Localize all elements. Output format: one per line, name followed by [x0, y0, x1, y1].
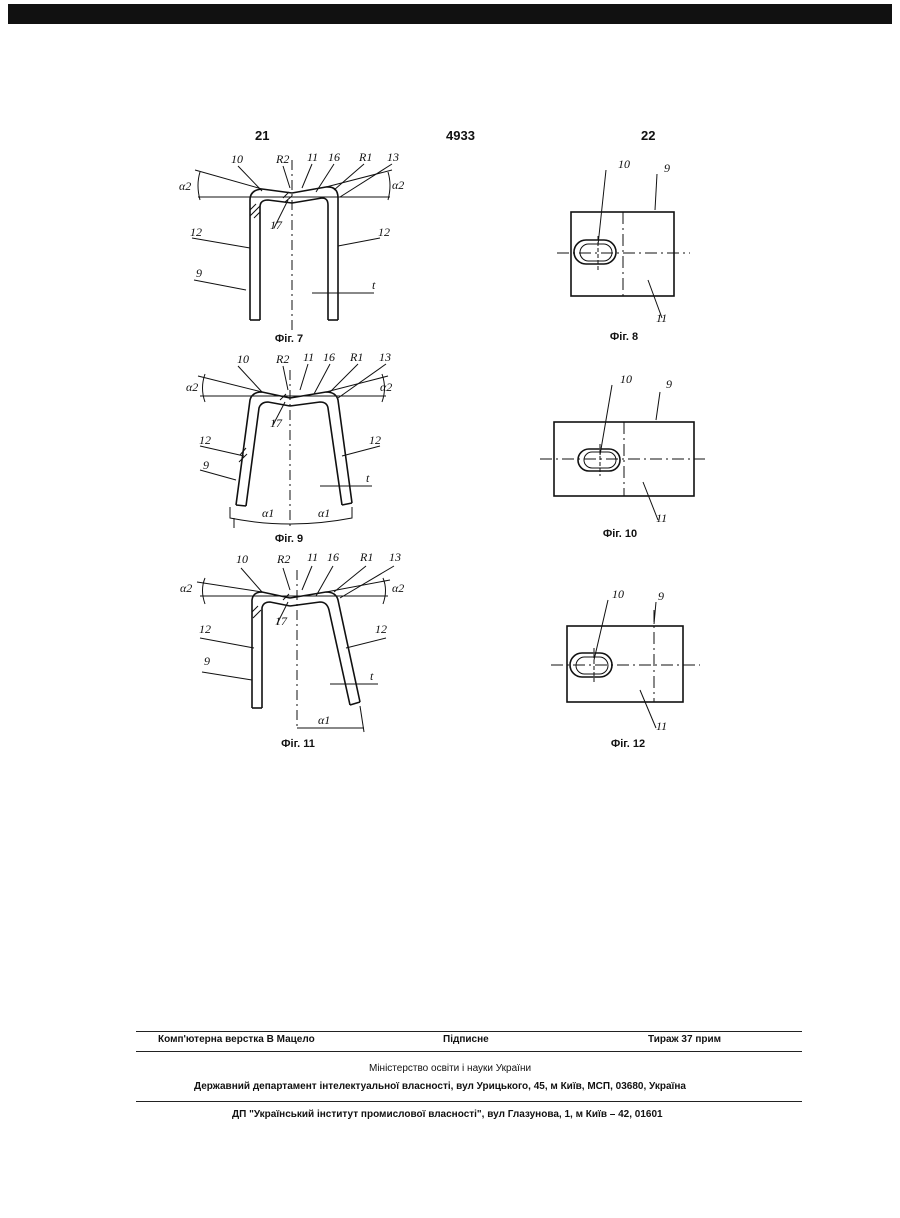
fig11-label-r2: R2: [276, 552, 290, 566]
fig11-label-12-left: 12: [199, 622, 211, 636]
fig11-label-alpha2-right: α2: [392, 581, 404, 595]
fig10-caption: Фіг. 10: [580, 528, 660, 540]
fig7-label-12-left: 12: [190, 225, 202, 239]
fig9-label-alpha1-right: α1: [318, 506, 330, 520]
fig7-label-r2: R2: [275, 152, 289, 166]
fig7-label-12-right: 12: [378, 225, 390, 239]
fig8-label-10: 10: [618, 157, 630, 171]
fig9-label-16: 16: [323, 350, 335, 364]
fig11-label-13: 13: [389, 550, 401, 564]
fig11-label-alpha2-left: α2: [180, 581, 192, 595]
fig7-caption: Фіг. 7: [249, 333, 329, 345]
imprint-layout-by: Комп'ютерна верстка В Мацело: [158, 1034, 315, 1045]
fig11-label-r1: R1: [359, 550, 373, 564]
fig9-label-11: 11: [303, 350, 314, 364]
fig10-label-10: 10: [620, 372, 632, 386]
fig11-label-alpha1: α1: [318, 713, 330, 727]
fig10-label-9: 9: [666, 377, 672, 391]
imprint-department: Державний департамент інтелектуальної вл…: [194, 1081, 686, 1092]
fig7-label-17: 17: [270, 218, 283, 232]
fig11-label-16: 16: [327, 550, 339, 564]
imprint-ministry: Міністерство освіти і науки України: [369, 1063, 531, 1074]
fig7-label-r1: R1: [358, 150, 372, 164]
fig9-label-9: 9: [203, 458, 209, 472]
fig12-label-11: 11: [656, 719, 667, 733]
fig11-label-12-right: 12: [375, 622, 387, 636]
imprint-circulation: Тираж 37 прим: [648, 1034, 721, 1045]
fig9-label-r2: R2: [275, 352, 289, 366]
fig7-label-alpha2-left: α2: [179, 179, 191, 193]
fig9-label-t: t: [366, 471, 370, 485]
fig7-drawing: [192, 160, 392, 330]
fig9-label-10: 10: [237, 352, 249, 366]
fig9-label-alpha2-right: α2: [380, 380, 392, 394]
fig11-label-17: 17: [275, 614, 288, 628]
fig9-label-r1: R1: [349, 350, 363, 364]
fig9-label-12-left: 12: [199, 433, 211, 447]
fig11-label-10: 10: [236, 552, 248, 566]
imprint-signed: Підписне: [443, 1034, 489, 1045]
fig12-label-10: 10: [612, 587, 624, 601]
fig12-caption: Фіг. 12: [588, 738, 668, 750]
fig9-label-17: 17: [270, 416, 283, 430]
fig11-drawing: [197, 566, 394, 732]
fig7-label-10: 10: [231, 152, 243, 166]
fig8-label-9: 9: [664, 161, 670, 175]
imprint-institute: ДП "Український інститут промислової вла…: [232, 1109, 663, 1120]
fig7-label-11: 11: [307, 150, 318, 164]
fig12-label-9: 9: [658, 589, 664, 603]
fig8-drawing: [557, 170, 690, 318]
fig11-label-11: 11: [307, 550, 318, 564]
fig10-drawing: [540, 385, 705, 520]
fig9-label-alpha2-left: α2: [186, 380, 198, 394]
imprint-rule-bottom: [136, 1101, 802, 1102]
fig8-label-11: 11: [656, 311, 667, 325]
fig11-label-t: t: [370, 669, 374, 683]
fig9-label-alpha1-left: α1: [262, 506, 274, 520]
fig8-caption: Фіг. 8: [584, 331, 664, 343]
fig7-label-13: 13: [387, 150, 399, 164]
fig10-label-11: 11: [656, 511, 667, 525]
fig7-label-16: 16: [328, 150, 340, 164]
fig9-caption: Фіг. 9: [249, 533, 329, 545]
fig12-drawing: [551, 600, 700, 728]
fig9-label-12-right: 12: [369, 433, 381, 447]
fig9-label-13: 13: [379, 350, 391, 364]
imprint-rule-top: [136, 1031, 802, 1032]
fig7-label-t: t: [372, 278, 376, 292]
imprint-rule-middle: [136, 1051, 802, 1052]
fig7-label-9: 9: [196, 266, 202, 280]
fig11-label-9: 9: [204, 654, 210, 668]
fig9-drawing: [198, 364, 388, 530]
fig11-caption: Фіг. 11: [258, 738, 338, 750]
fig7-label-alpha2-right: α2: [392, 178, 404, 192]
